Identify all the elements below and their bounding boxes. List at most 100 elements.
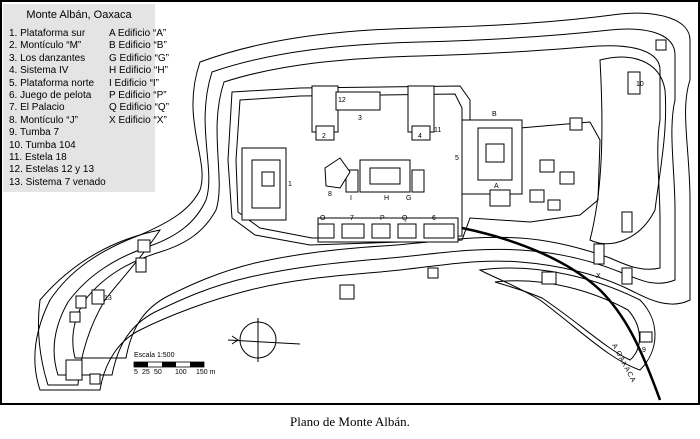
label-6: 6: [432, 215, 436, 222]
building-4: [407, 85, 435, 133]
legend-item-site: 5. Plataforma norte: [9, 77, 95, 89]
label-P: P: [380, 215, 385, 222]
mound-w5: [69, 311, 81, 323]
legend-item-building: B Edificio “B”: [109, 40, 167, 52]
legend-item-site: 2. Montículo “M”: [9, 40, 82, 52]
legend-item-site: 9. Tumba 7: [9, 127, 60, 139]
spur-south-2: [494, 280, 640, 361]
label-5: 5: [455, 155, 459, 162]
site-labels: 1 2 3 4 5 6 7 8 9 10 11 12 13 A B G H I …: [104, 81, 646, 354]
legend-item-site: 12. Estelas 12 y 13: [9, 164, 95, 176]
mound-e2: [559, 171, 575, 185]
mound-e10: [621, 267, 633, 285]
building-8: [324, 157, 351, 189]
mound-s3: [541, 271, 557, 285]
building-X: [593, 243, 605, 265]
building-H-inner: [369, 167, 401, 185]
site-plan-drawing: A OAXACA Escala 1:500 5 25 50 100 150 m …: [34, 12, 691, 401]
scale-bar: Escala 1:500 5 25 50 100 150 m: [133, 352, 216, 376]
building-6: [423, 223, 455, 239]
label-H: H: [384, 195, 389, 202]
contour-outer: [34, 12, 691, 391]
label-1: 1: [288, 181, 292, 188]
label-B: B: [492, 111, 497, 118]
label-O: O: [320, 215, 326, 222]
mound-e9: [621, 211, 633, 233]
label-9: 9: [642, 347, 646, 354]
road-line: [461, 226, 662, 401]
legend-item-building: H Edificio “H”: [109, 65, 168, 77]
building-O: [317, 223, 335, 239]
legend-item-building: A Edificio “A”: [109, 28, 167, 39]
building-P: [371, 223, 391, 239]
label-A: A: [494, 183, 499, 190]
legend-item-site: 13. Sistema 7 venado: [9, 176, 106, 188]
legend-item-building: Q Edificio “Q”: [109, 102, 170, 114]
building-G: [411, 169, 425, 193]
mound-w2: [135, 257, 147, 273]
mound-s1: [339, 284, 355, 300]
mound-w6: [65, 359, 83, 381]
legend-item-site: 8. Montículo “J”: [9, 114, 78, 126]
scale-title: Escala 1:500: [134, 352, 175, 359]
building-1-core: [261, 171, 275, 187]
legend-item: 10. Tumba 104: [9, 140, 155, 152]
mound-e1: [539, 159, 555, 173]
spur-south: [478, 267, 656, 371]
legend-item: 2. Montículo “M” B Edificio “B”: [9, 40, 167, 52]
legend-item-site: 10. Tumba 104: [9, 139, 76, 151]
legend-item: 9. Tumba 7: [9, 127, 155, 139]
building-I: [345, 169, 359, 193]
scale-tick-1: 25: [142, 369, 150, 376]
label-8: 8: [328, 191, 332, 198]
legend-item-building: X Edificio “X”: [109, 114, 167, 126]
scale-tick-0: 5: [134, 369, 138, 376]
building-A: [489, 189, 511, 207]
building-2: [311, 85, 339, 133]
legend-item-site: 3. Los danzantes: [9, 52, 86, 64]
legend-panel: Monte Albán, Oaxaca 1. Plataforma sur A E…: [3, 4, 169, 192]
building-3: [335, 91, 381, 111]
label-12: 12: [338, 97, 346, 104]
building-Q: [397, 223, 417, 239]
label-3: 3: [358, 115, 362, 122]
legend-item: 8. Montículo “J” X Edificio “X”: [9, 114, 167, 127]
scale-tick-4: 150 m: [196, 369, 216, 376]
label-13: 13: [104, 295, 112, 302]
legend-title: Monte Albán, Oaxaca: [26, 9, 132, 21]
mound-e7: [655, 39, 667, 51]
mound-10: [627, 71, 641, 95]
scale-tick-2: 50: [154, 369, 162, 376]
label-Q: Q: [402, 215, 408, 222]
contour-2: [53, 28, 676, 376]
figure-caption: Plano de Monte Albán.: [290, 414, 410, 429]
label-2: 2: [322, 133, 326, 140]
label-G: G: [406, 195, 411, 202]
mound-e5: [569, 117, 583, 131]
legend-item: 7. El Palacio Q Edificio “Q”: [9, 102, 169, 114]
legend-item-site: 1. Plataforma sur: [9, 28, 86, 39]
legend-item-site: 7. El Palacio: [9, 102, 65, 114]
legend-item: 12. Estelas 12 y 13: [9, 164, 155, 176]
label-10: 10: [636, 81, 644, 88]
lobe-east: [589, 56, 667, 245]
building-2-base: [315, 125, 335, 141]
mound-9: [639, 331, 653, 343]
mound-w4: [75, 295, 87, 309]
mound-w1: [137, 239, 151, 253]
mound-e4: [547, 199, 561, 211]
label-X: X: [596, 273, 601, 280]
legend-item-building: G Edificio “G”: [109, 52, 170, 64]
legend-item-site: 4. Sistema IV: [9, 65, 69, 77]
legend-item: 11. Estela 18: [9, 152, 155, 164]
mound-s2: [427, 267, 439, 279]
label-4: 4: [418, 133, 422, 140]
building-7: [341, 223, 365, 239]
legend-item: 4. Sistema IV H Edificio “H”: [9, 65, 168, 77]
building-B-core: [485, 143, 505, 163]
lobe-west: [37, 229, 162, 386]
legend-item-site: 6. Juego de pelota: [9, 89, 92, 101]
